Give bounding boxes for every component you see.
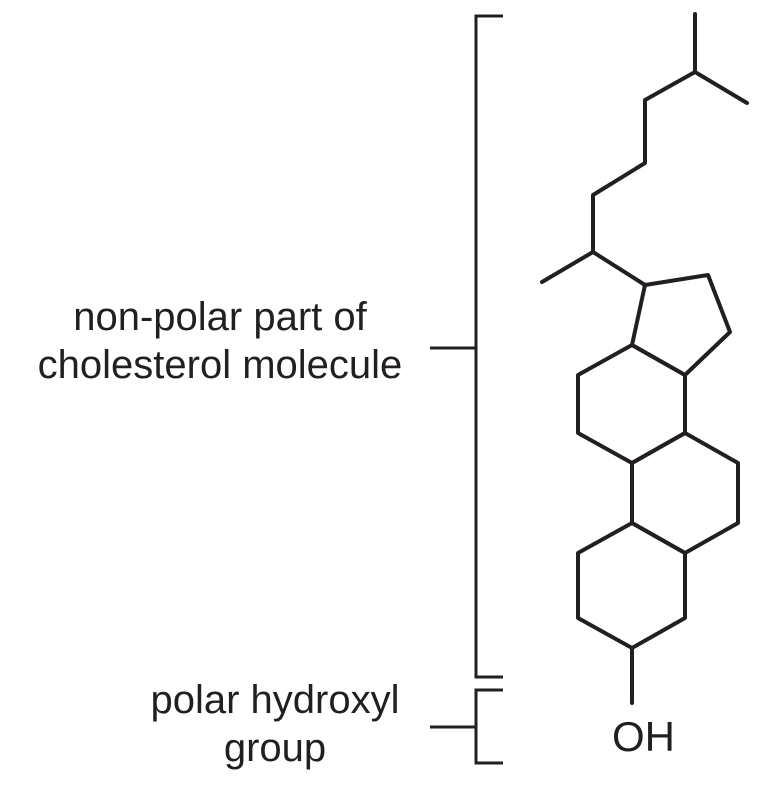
polar-label-line-1: polar hydroxyl (150, 678, 400, 722)
polar-label-line-2: group (223, 726, 327, 770)
ring-c (576, 343, 687, 465)
ring-b (630, 431, 740, 555)
polar-bracket (430, 688, 503, 765)
side-chain-methyl-c20 (540, 250, 595, 284)
polar-hydroxyl-label: polar hydroxyl group (100, 676, 450, 772)
nonpolar-part-label: non-polar part of cholesterol molecule (0, 293, 440, 389)
hydroxyl-atom-label: OH (612, 713, 675, 760)
ring-d (630, 273, 732, 377)
nonpolar-bracket-spine (474, 14, 503, 679)
nonpolar-label-line-2: cholesterol molecule (37, 343, 403, 387)
side-chain (591, 70, 749, 287)
nonpolar-label-line-1: non-polar part of (73, 295, 367, 339)
polar-bracket-spine (474, 688, 503, 765)
cholesterol-skeleton (540, 12, 749, 705)
nonpolar-bracket (430, 14, 503, 679)
